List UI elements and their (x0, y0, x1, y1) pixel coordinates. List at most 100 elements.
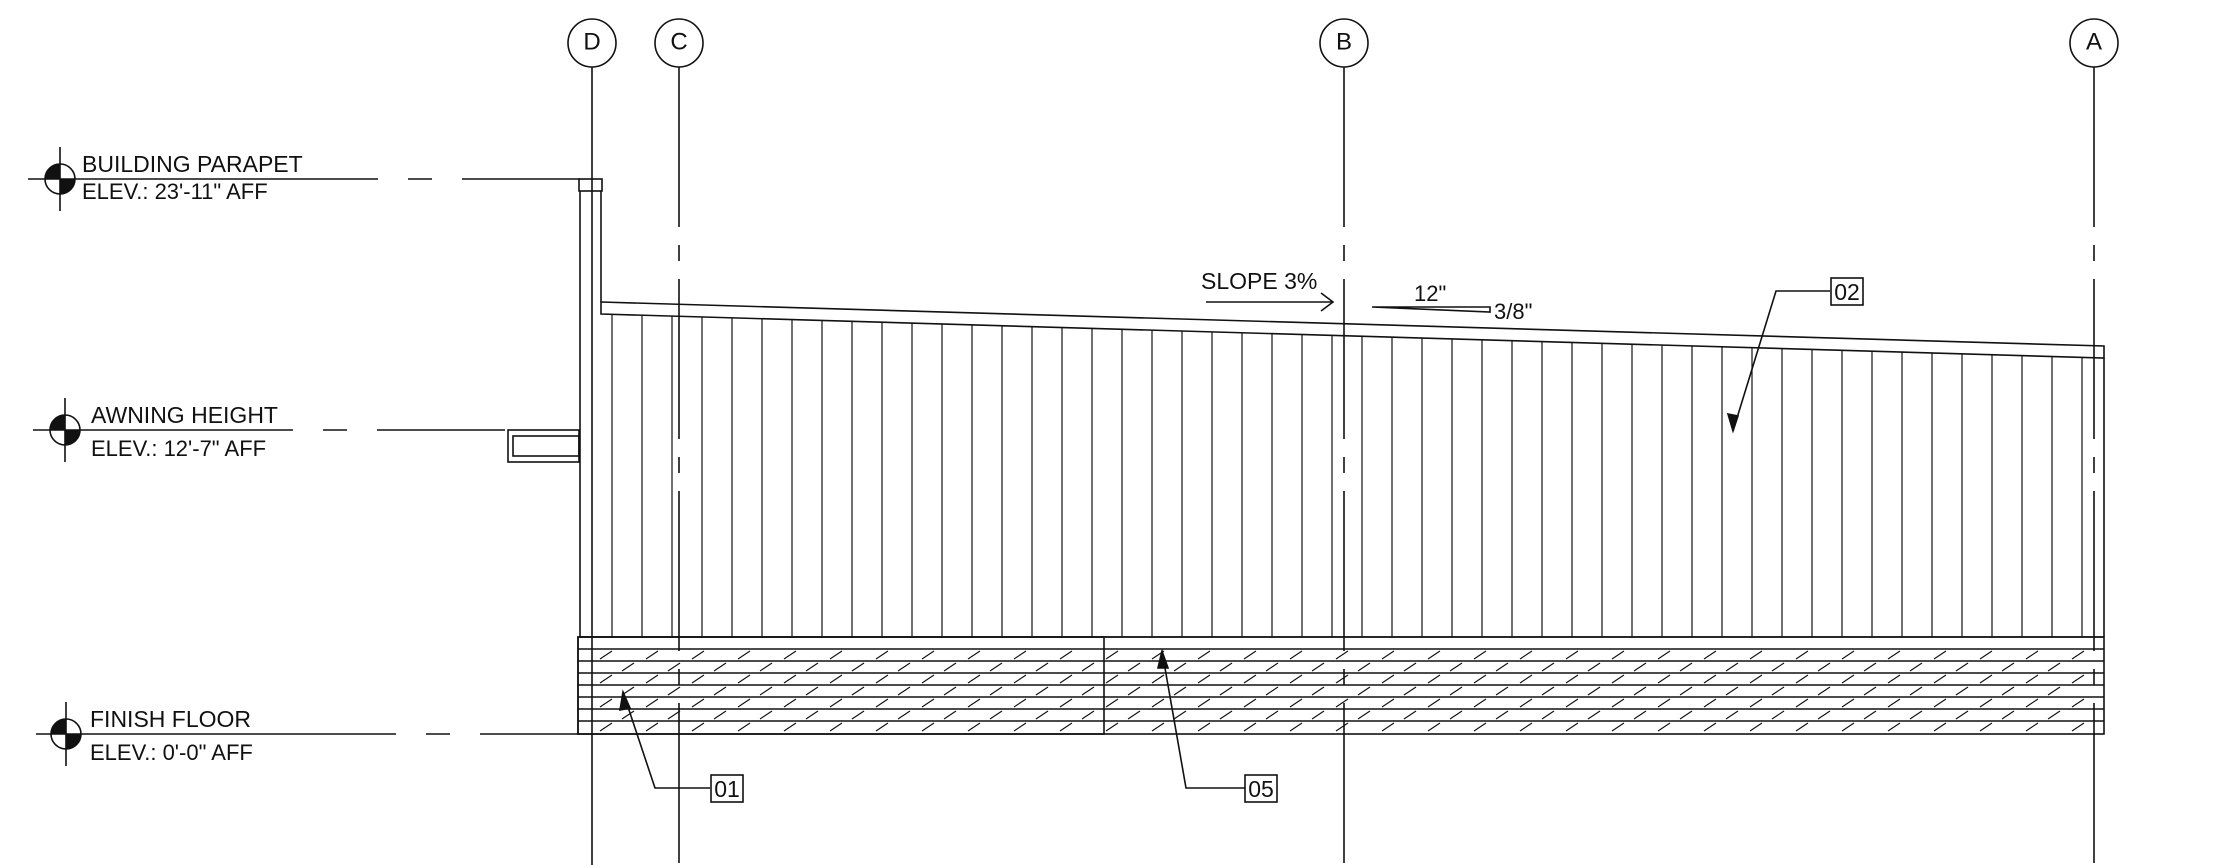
hatch-stroke (1081, 710, 1095, 720)
hatch-stroke (1335, 674, 1349, 684)
hatch-stroke (599, 674, 613, 684)
awning-level-elevation: ELEV.: 12'-7" AFF (91, 436, 266, 461)
hatch-stroke (1105, 698, 1119, 708)
hatch-stroke (1933, 674, 1947, 684)
hatch-stroke (1817, 710, 1831, 720)
hatch-stroke (1105, 722, 1119, 732)
hatch-stroke (691, 674, 705, 684)
hatch-stroke (2001, 662, 2015, 672)
hatch-stroke (1817, 662, 1831, 672)
hatch-stroke (1679, 710, 1693, 720)
hatch-stroke (1173, 710, 1187, 720)
hatch-stroke (599, 650, 613, 660)
hatch-stroke (1059, 650, 1073, 660)
hatch-stroke (1611, 650, 1625, 660)
hatch-stroke (1541, 662, 1555, 672)
hatch-stroke (2025, 722, 2039, 732)
hatch-stroke (599, 698, 613, 708)
hatch-stroke (2071, 650, 2085, 660)
tag-05-box (1244, 774, 1278, 803)
hatch-stroke (1587, 686, 1601, 696)
hatch-stroke (989, 686, 1003, 696)
hatch-stroke (2071, 674, 2085, 684)
hatch-stroke (645, 650, 659, 660)
hatch-stroke (1795, 650, 1809, 660)
hatch-stroke (851, 686, 865, 696)
hatch-stroke (1979, 698, 1993, 708)
hatch-stroke (1909, 710, 1923, 720)
hatch-stroke (2047, 686, 2061, 696)
hatch-stroke (1311, 710, 1325, 720)
hatch-stroke (967, 674, 981, 684)
hatch-stroke (1289, 650, 1303, 660)
hatch-stroke (1473, 722, 1487, 732)
hatch-stroke (943, 710, 957, 720)
hatch-stroke (1427, 650, 1441, 660)
hatch-stroke (1933, 698, 1947, 708)
hatch-stroke (1105, 674, 1119, 684)
hatch-stroke (1449, 686, 1463, 696)
hatch-stroke (1335, 722, 1349, 732)
hatch-stroke (1357, 686, 1371, 696)
hatch-stroke (829, 674, 843, 684)
hatch-stroke (805, 662, 819, 672)
hatch-stroke (1449, 710, 1463, 720)
hatch-stroke (1657, 674, 1671, 684)
hatch-stroke (1427, 698, 1441, 708)
hatch-stroke (967, 722, 981, 732)
hatch-stroke (921, 674, 935, 684)
hatch-stroke (1841, 674, 1855, 684)
hatch-stroke (851, 710, 865, 720)
hatch-stroke (1933, 722, 1947, 732)
hatch-stroke (1013, 698, 1027, 708)
hatch-stroke (1265, 710, 1279, 720)
hatch-stroke (1519, 722, 1533, 732)
hatch-stroke (1657, 722, 1671, 732)
hatch-stroke (645, 698, 659, 708)
hatch-stroke (621, 710, 635, 720)
hatch-stroke (1863, 662, 1877, 672)
hatch-stroke (1565, 674, 1579, 684)
hatch-stroke (737, 698, 751, 708)
hatch-stroke (1611, 722, 1625, 732)
hatch-stroke (1611, 674, 1625, 684)
hatch-stroke (967, 650, 981, 660)
floor-level-elevation: ELEV.: 0'-0" AFF (90, 740, 253, 765)
hatch-stroke (875, 650, 889, 660)
hatch-stroke (1541, 686, 1555, 696)
hatch-stroke (713, 686, 727, 696)
hatch-stroke (1035, 710, 1049, 720)
hatch-stroke (1219, 710, 1233, 720)
hatch-stroke (691, 650, 705, 660)
hatch-stroke (1703, 674, 1717, 684)
hatch-stroke (1841, 698, 1855, 708)
hatch-stroke (2071, 722, 2085, 732)
hatch-stroke (1749, 650, 1763, 660)
hatch-stroke (1289, 674, 1303, 684)
tag-02-leader (1726, 277, 1864, 434)
hatch-stroke (667, 710, 681, 720)
canopy-panel (580, 301, 2105, 638)
hatch-stroke (759, 686, 773, 696)
hatch-stroke (645, 674, 659, 684)
hatch-stroke (1151, 722, 1165, 732)
hatch-stroke (2001, 710, 2015, 720)
tag-01-leader (619, 689, 744, 803)
hatch-stroke (1679, 686, 1693, 696)
hatch-stroke (2071, 698, 2085, 708)
hatch-stroke (1197, 698, 1211, 708)
hatch-stroke (1979, 674, 1993, 684)
hatch-stroke (1265, 662, 1279, 672)
hatch-stroke (1427, 674, 1441, 684)
hatch-stroke (1749, 674, 1763, 684)
hatch-stroke (1817, 686, 1831, 696)
slope-triangle (1371, 306, 1491, 313)
hatch-stroke (1381, 650, 1395, 660)
hatch-stroke (943, 662, 957, 672)
awning-stub (507, 429, 580, 463)
hatch-stroke (1449, 662, 1463, 672)
hatch-stroke (921, 698, 935, 708)
hatch-stroke (2025, 698, 2039, 708)
hatch-stroke (829, 650, 843, 660)
